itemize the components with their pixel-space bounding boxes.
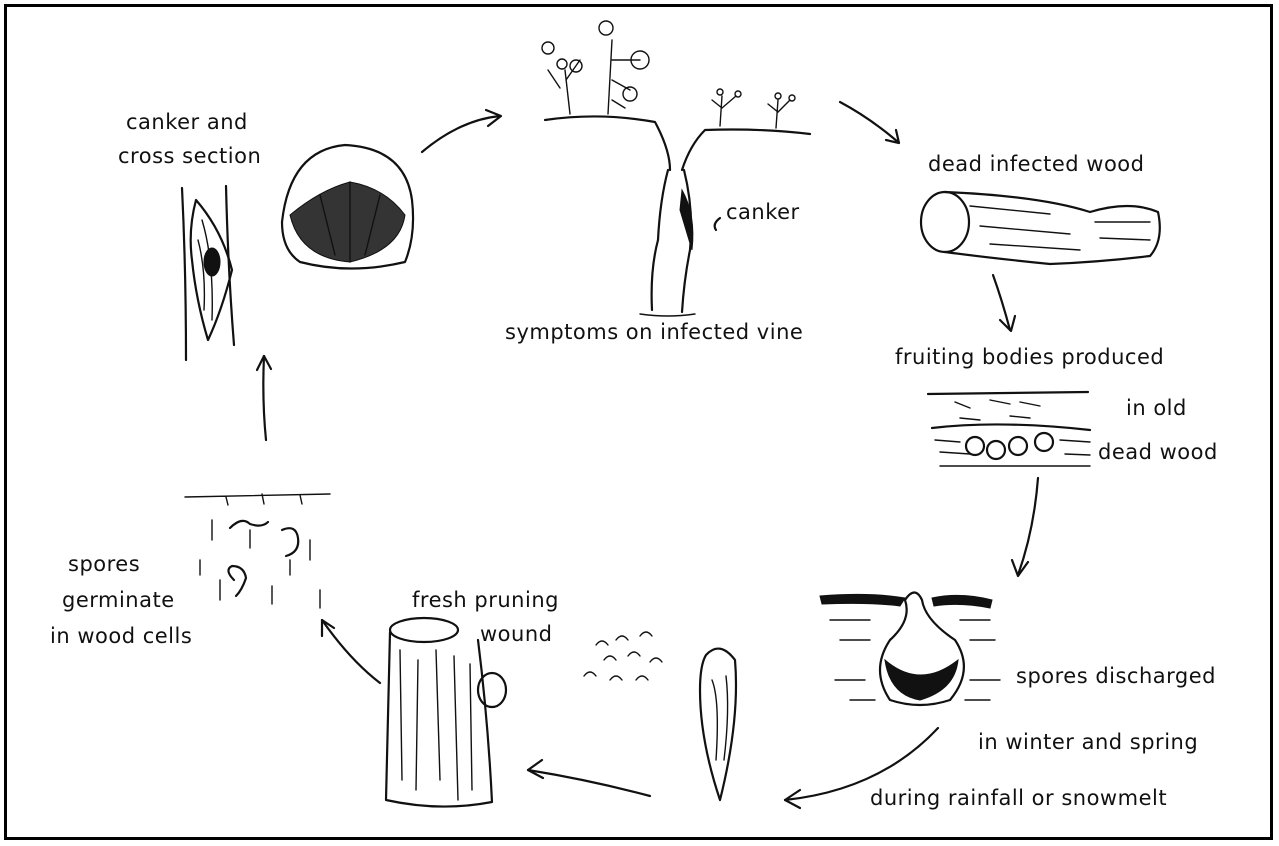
germinating-spores-drawing	[185, 494, 330, 608]
arrow-spores-to-wound	[528, 770, 650, 796]
label-dead-wood: dead wood	[1098, 440, 1218, 464]
arrow-germinate-to-canker	[263, 356, 266, 440]
label-germinate: germinate	[62, 588, 175, 612]
label-canker-and: canker and	[126, 110, 248, 134]
arrow-wound-to-germinate	[322, 620, 380, 683]
label-cross-section: cross section	[118, 144, 261, 168]
infected-vine-drawing	[542, 21, 810, 316]
arrowhead	[528, 760, 543, 778]
cross-section-drawing	[282, 145, 413, 269]
label-symptoms-on-vine: symptoms on infected vine	[505, 320, 803, 344]
label-canker: canker	[726, 200, 800, 224]
label-dead-infected-wood: dead infected wood	[928, 152, 1145, 176]
label-fruiting-bodies: fruiting bodies produced	[895, 345, 1164, 369]
spores-drawing	[584, 632, 736, 800]
fruiting-bodies-drawing	[928, 392, 1090, 466]
label-in-old: in old	[1126, 396, 1187, 420]
dead-wood-log-drawing	[921, 192, 1160, 264]
arrow-vine-to-deadwood	[840, 102, 898, 142]
label-winter-spring: in winter and spring	[978, 730, 1198, 754]
label-spores-discharged: spores discharged	[1016, 664, 1216, 688]
arrow-fruiting-to-discharge	[1018, 478, 1038, 575]
label-in-wood-cells: in wood cells	[50, 624, 192, 648]
canker-stem-drawing	[182, 186, 234, 360]
label-rainfall-snowmelt: during rainfall or snowmelt	[870, 786, 1167, 810]
label-spores: spores	[68, 552, 140, 576]
label-wound: wound	[480, 622, 552, 646]
perithecium-drawing	[820, 593, 1000, 706]
pruning-wound-drawing	[386, 618, 506, 807]
arrow-canker-to-vine	[422, 116, 500, 152]
label-fresh-pruning: fresh pruning	[412, 588, 559, 612]
